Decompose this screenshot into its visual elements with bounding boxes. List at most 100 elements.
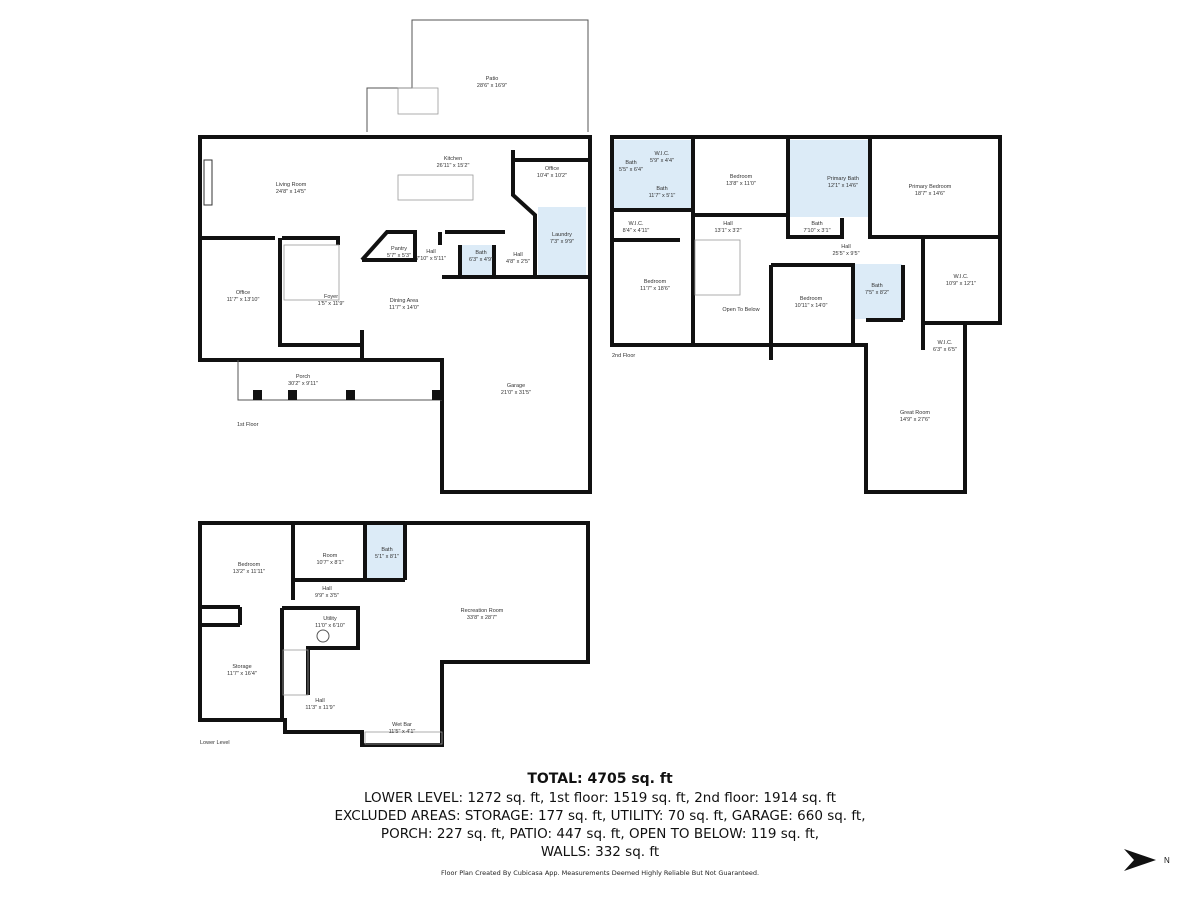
room-dimensions: 18'7" x 14'6" [915, 191, 945, 197]
disclaimer: Floor Plan Created By Cubicasa App. Meas… [440, 869, 760, 877]
room-name: Porch [296, 374, 310, 380]
room-dimensions: 30'2" x 9'11" [288, 381, 318, 387]
porch-column [432, 390, 442, 400]
room-dimensions: 6'3" x 6'5" [933, 347, 957, 353]
north-arrow-icon: N [1124, 849, 1170, 871]
first-floor-inner-wall [360, 150, 590, 279]
room-name: W.I.C. [954, 274, 969, 280]
room-dimensions: 14'9" x 27'6" [900, 417, 930, 423]
room-name: Bedroom [800, 296, 823, 302]
summary-line: EXCLUDED AREAS: STORAGE: 177 sq. ft, UTI… [334, 808, 866, 824]
room-name: Foyer [324, 294, 338, 300]
room-name: Utility [323, 616, 337, 622]
wet-bar-counter [364, 731, 443, 745]
porch-outline [237, 360, 442, 401]
floor-label: 1st Floor [237, 422, 259, 428]
bath-fill [365, 525, 405, 580]
room-name: W.I.C. [655, 151, 670, 157]
room-dimensions: 11'0" x 6'10" [315, 623, 345, 629]
room-dimensions: 11'5" x 4'1" [389, 729, 416, 735]
room-name: W.I.C. [629, 221, 644, 227]
first-floor-wall [200, 236, 364, 360]
arrow-icon [1124, 849, 1156, 871]
room-name: Living Room [276, 182, 307, 188]
porch-column [288, 390, 297, 400]
room-dimensions: 10'7" x 8'1" [316, 560, 343, 566]
summary-line: PORCH: 227 sq. ft, PATIO: 447 sq. ft, OP… [380, 826, 820, 842]
room-name: Bedroom [644, 279, 667, 285]
room-name: Bedroom [730, 174, 753, 180]
room-name: Bath [871, 283, 882, 289]
room-dimensions: 11'7" x 5'1" [649, 193, 676, 199]
room-dimensions: 26'11" x 15'2" [437, 163, 470, 169]
room-name: Primary Bedroom [909, 184, 952, 190]
lower-level-inner-wall [200, 523, 407, 720]
room-name: Patio [486, 76, 499, 82]
room-dimensions: 25'5" x 9'5" [832, 251, 859, 257]
first-floor-plan: 1st Floor [198, 19, 592, 494]
room-dimensions: 5'7" x 5'3" [387, 253, 411, 259]
room-name: Bath [656, 186, 667, 192]
room-dimensions: 11'7" x 16'4" [227, 671, 257, 677]
stairs [282, 649, 309, 696]
room-name: Open To Below [722, 307, 759, 313]
summary-line: WALLS: 332 sq. ft [540, 844, 660, 860]
patio-outline [366, 19, 589, 132]
room-dimensions: 13'1" x 3'2" [714, 228, 741, 234]
second-floor-plan: 2nd Floor [610, 135, 1002, 494]
room-dimensions: 5'1" x 8'1" [375, 554, 399, 560]
room-dimensions: 13'8" x 11'0" [726, 181, 756, 187]
floor-label: 2nd Floor [612, 353, 635, 359]
room-name: Wet Bar [392, 722, 412, 728]
room-dimensions: 10'11" x 14'0" [795, 303, 828, 309]
room-dimensions: 1'5" x 11'9" [318, 301, 345, 307]
room-dimensions: 7'5" x 8'2" [865, 290, 889, 296]
room-name: Garage [507, 383, 525, 389]
room-name: Bath [475, 250, 486, 256]
room-name: Laundry [552, 232, 572, 238]
room-name: Hall [513, 252, 522, 258]
room-name: Kitchen [444, 156, 462, 162]
room-name: Bath [625, 160, 636, 166]
room-dimensions: 12'1" x 14'6" [828, 183, 858, 189]
room-name: Hall [723, 221, 732, 227]
room-dimensions: 7'10" x 5'11" [416, 256, 446, 262]
room-dimensions: 9'9" x 3'5" [315, 593, 339, 599]
first-floor-outer-wall [198, 135, 592, 494]
floor-label: Lower Level [200, 740, 230, 746]
room-dimensions: 10'4" x 10'2" [537, 173, 567, 179]
room-name: Great Room [900, 410, 930, 416]
laundry-fill [538, 207, 586, 275]
room-dimensions: 33'8" x 28'7" [467, 615, 497, 621]
patio-stairs [397, 87, 439, 115]
room-name: Pantry [391, 246, 407, 252]
room-name: Recreation Room [461, 608, 504, 614]
second-floor-outer-wall [610, 135, 1002, 494]
kitchen-island [397, 174, 474, 201]
north-label: N [1164, 856, 1170, 865]
primary-bath-fill [790, 140, 870, 217]
second-floor-inner-wall [612, 137, 1000, 360]
bath-fill [852, 264, 902, 319]
room-name: Office [545, 166, 559, 172]
porch-column [346, 390, 355, 400]
room-dimensions: 24'8" x 14'5" [276, 189, 306, 195]
bath-fill [460, 245, 494, 275]
room-name: Hall [841, 244, 850, 250]
lower-level-plan: Lower Level [198, 521, 590, 747]
stairs [283, 244, 340, 301]
lower-level-outer-wall [198, 521, 590, 747]
room-name: Hall [426, 249, 435, 255]
room-dimensions: 8'4" x 4'11" [623, 228, 650, 234]
room-dimensions: 11'7" x 18'6" [640, 286, 670, 292]
room-dimensions: 11'3" x 11'9" [305, 705, 334, 711]
room-name: Bath [381, 547, 392, 553]
room-dimensions: 5'5" x 6'4" [619, 167, 643, 173]
room-dimensions: 6'3" x 4'9" [469, 257, 493, 263]
room-dimensions: 7'10" x 3'1" [803, 228, 830, 234]
summary-line: LOWER LEVEL: 1272 sq. ft, 1st floor: 151… [363, 790, 837, 806]
room-name: Hall [315, 698, 324, 704]
room-name: Room [323, 553, 338, 559]
